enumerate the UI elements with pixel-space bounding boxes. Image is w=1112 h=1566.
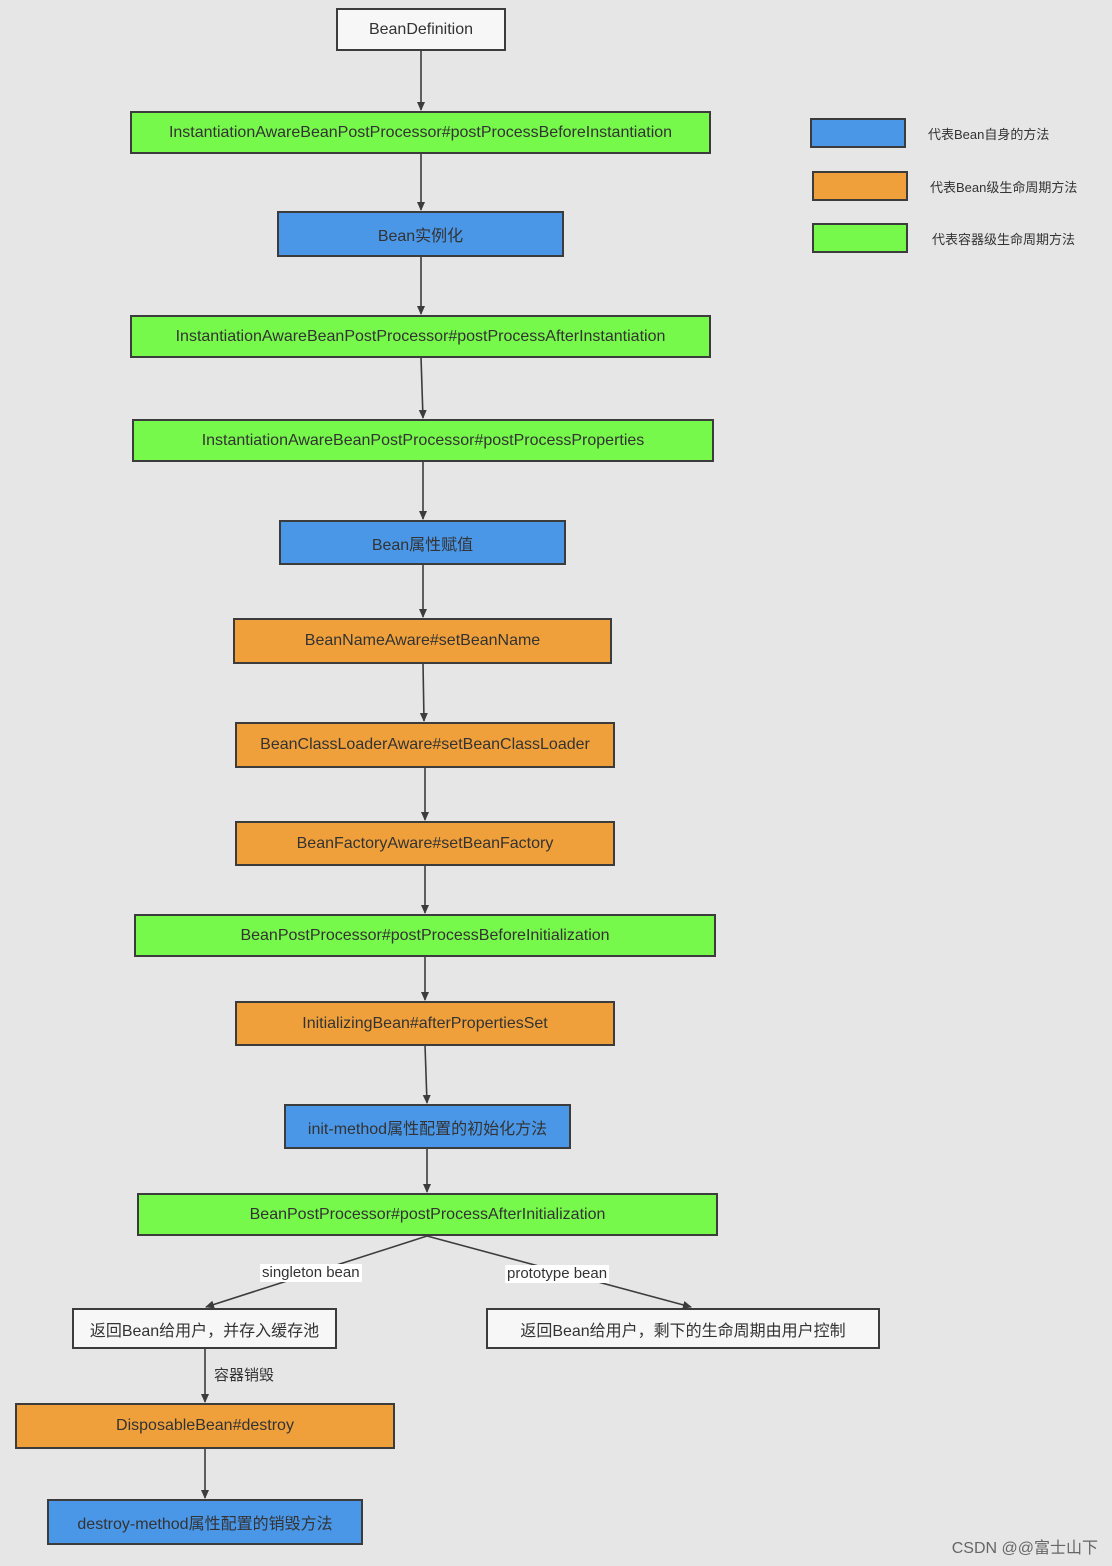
node-return-singleton: 返回Bean给用户，并存入缓存池 [72,1308,337,1349]
node-iabpp-after-instantiation: InstantiationAwareBeanPostProcessor#post… [130,315,711,358]
legend-label-container-level: 代表容器级生命周期方法 [932,232,1076,247]
watermark: CSDN @@富士山下 [951,1540,1098,1557]
node-disposable-bean: DisposableBean#destroy [15,1403,395,1449]
node-iabpp-post-process-properties: InstantiationAwareBeanPostProcessor#post… [132,419,714,462]
node-bean-name-aware: BeanNameAware#setBeanName [233,618,612,664]
node-bean-property-assignment: Bean属性赋值 [279,520,566,565]
edge-after-inst-to-props [418,356,427,419]
node-bean-definition: BeanDefinition [336,8,506,51]
node-initializing-bean: InitializingBean#afterPropertiesSet [235,1001,615,1046]
edge-name-aware-to-classloader [419,662,428,722]
node-bean-factory-aware: BeanFactoryAware#setBeanFactory [235,821,615,866]
legend-swatch-bean-level [812,171,908,201]
edge-initializing-to-init-method [422,1044,431,1104]
legend-swatch-container-level [812,223,908,253]
node-bpp-before-initialization: BeanPostProcessor#postProcessBeforeIniti… [134,914,716,957]
edge-label-singleton: singleton bean [260,1264,362,1282]
node-iabpp-before-instantiation: InstantiationAwareBeanPostProcessor#post… [130,111,711,154]
node-bpp-after-initialization: BeanPostProcessor#postProcessAfterInitia… [137,1193,718,1236]
node-destroy-method: destroy-method属性配置的销毁方法 [47,1499,363,1545]
legend-label-bean-level: 代表Bean级生命周期方法 [930,180,1078,195]
node-return-prototype: 返回Bean给用户，剩下的生命周期由用户控制 [486,1308,880,1349]
legend-swatch-bean-self [810,118,906,148]
node-init-method: init-method属性配置的初始化方法 [284,1104,571,1149]
node-bean-classloader-aware: BeanClassLoaderAware#setBeanClassLoader [235,722,615,768]
legend-label-bean-self: 代表Bean自身的方法 [928,127,1050,142]
node-bean-instantiation: Bean实例化 [277,211,564,257]
edge-label-container-destroy: 容器销毁 [214,1367,275,1384]
edge-label-prototype: prototype bean [505,1265,610,1283]
